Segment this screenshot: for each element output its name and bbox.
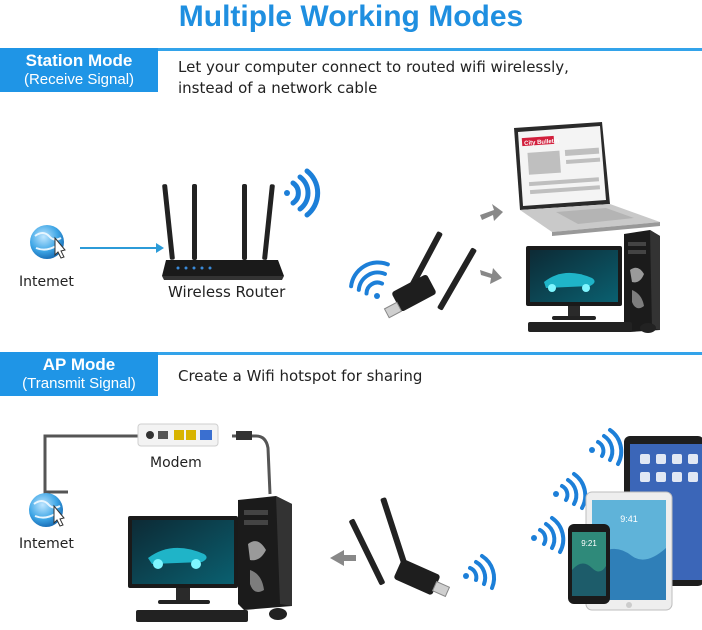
router-icon <box>162 184 284 280</box>
wifi-icon <box>553 472 588 510</box>
station-mode-tag: Station Mode (Receive Signal) <box>0 48 158 92</box>
wifi-icon <box>349 260 390 299</box>
pc-tower-icon <box>238 496 292 610</box>
station-desc-line1: Let your computer connect to routed wifi… <box>178 58 569 76</box>
ap-mode-label: AP Mode <box>42 355 116 374</box>
tablet-time: 9:41 <box>620 514 638 524</box>
router-label: Wireless Router <box>168 283 286 301</box>
phone-time: 9:21 <box>581 539 597 548</box>
ap-description: Create a Wifi hotspot for sharing <box>178 367 423 385</box>
monitor-icon <box>128 516 238 604</box>
laptop-screen-brand: City Bulletin <box>524 139 560 147</box>
station-internet-label: Intemet <box>19 274 74 290</box>
globe-icon <box>29 493 65 527</box>
ap-internet-label: Intemet <box>19 536 74 552</box>
arrow-icon <box>330 550 356 566</box>
usb-adapter-icon <box>349 497 451 598</box>
station-desc-line2: instead of a network cable <box>178 79 378 97</box>
laptop-icon: City Bulletin <box>514 122 660 236</box>
ethernet-cable <box>43 434 140 494</box>
pc-tower-icon <box>624 230 660 332</box>
keyboard-icon <box>528 322 632 332</box>
ap-diagram: 9:41 9:21 <box>29 423 702 622</box>
mouse-icon <box>640 323 656 333</box>
wifi-icon <box>589 428 624 466</box>
ap-mode-sub: (Transmit Signal) <box>22 375 136 392</box>
wifi-icon <box>463 554 496 590</box>
modem-label: Modem <box>150 455 202 471</box>
station-mode-sub: (Receive Signal) <box>23 71 135 88</box>
monitor-icon <box>526 246 622 320</box>
section-divider-station <box>0 48 702 51</box>
usb-adapter-icon <box>383 231 477 319</box>
phone-icon: 9:21 <box>568 524 610 604</box>
keyboard-icon <box>136 610 248 622</box>
section-divider-ap <box>0 352 702 355</box>
station-diagram: City Bulletin <box>30 122 660 333</box>
modem-icon <box>137 423 219 447</box>
arrow-icon <box>480 204 503 284</box>
mouse-icon <box>269 608 287 620</box>
page-title: Multiple Working Modes <box>178 0 524 33</box>
globe-icon <box>30 225 66 259</box>
station-description: Let your computer connect to routed wifi… <box>178 57 569 99</box>
ap-mode-tag: AP Mode (Transmit Signal) <box>0 352 158 396</box>
wifi-icon <box>531 516 566 554</box>
station-mode-label: Station Mode <box>25 51 133 70</box>
wifi-icon <box>284 168 321 218</box>
